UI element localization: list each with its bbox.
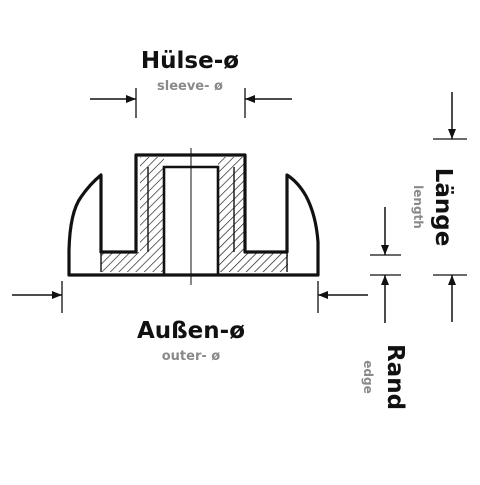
- sleeve-dimension: Hülse-ø sleeve- ø: [90, 48, 292, 118]
- edge-label-en: edge: [361, 360, 375, 393]
- hatched-walls: [101, 157, 288, 272]
- edge-label-de: Rand: [382, 344, 408, 410]
- length-dimension: Länge length: [411, 92, 467, 322]
- sleeve-label-en: sleeve- ø: [157, 79, 223, 94]
- length-label-de: Länge: [430, 168, 456, 247]
- part-outline: [67, 153, 320, 277]
- outer-label-en: outer- ø: [162, 349, 221, 364]
- sleeve-label-de: Hülse-ø: [141, 48, 239, 74]
- outer-dimension: Außen-ø outer- ø: [12, 281, 368, 364]
- part-cross-section: [67, 148, 320, 285]
- edge-dimension: Rand edge: [361, 207, 408, 410]
- outer-label-de: Außen-ø: [137, 318, 245, 344]
- length-label-en: length: [411, 185, 425, 229]
